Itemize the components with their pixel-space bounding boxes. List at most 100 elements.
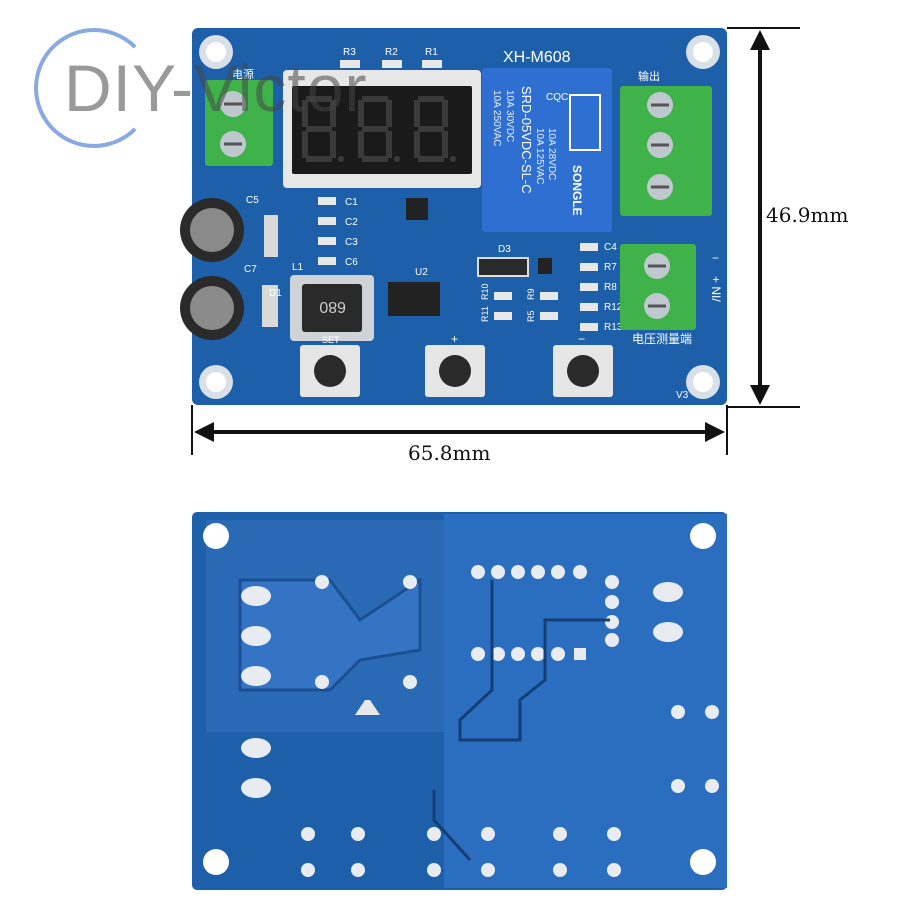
- seven-segment-display: [283, 70, 481, 188]
- display-segment: [330, 131, 336, 158]
- solder-pad: [553, 827, 567, 841]
- solder-pad: [653, 622, 683, 642]
- solder-pad: [315, 575, 329, 589]
- display-segment: [386, 131, 392, 158]
- solder-pad: [241, 778, 271, 798]
- electrolytic-capacitor: [180, 198, 244, 340]
- height-dimension-label: 46.9mm: [766, 203, 848, 227]
- vin-minus-label: −: [712, 251, 719, 265]
- label-c1: C1: [345, 197, 358, 208]
- height-dimension: [727, 27, 800, 408]
- display-segment: [306, 126, 332, 132]
- solder-pad: [403, 675, 417, 689]
- plus-button[interactable]: [425, 345, 485, 397]
- relay-rating-3: 10A 125VAC: [534, 128, 545, 185]
- display-segment: [418, 156, 444, 162]
- width-dimension-label: 65.8mm: [408, 441, 490, 465]
- ic-u2: [388, 282, 440, 316]
- label-c2: C2: [345, 217, 358, 228]
- label-u2: U2: [415, 267, 428, 278]
- display-segment: [418, 126, 444, 132]
- solder-pad: [301, 827, 315, 841]
- set-button[interactable]: [300, 345, 360, 397]
- diode-d1: [262, 285, 278, 327]
- minus-button[interactable]: [553, 345, 613, 397]
- resistor: [422, 60, 442, 68]
- version-label: V3: [676, 390, 689, 401]
- watermark-text: DIY-Victor: [64, 51, 368, 125]
- label-r12: R12: [604, 302, 623, 313]
- solder-pad: [531, 647, 545, 661]
- label-r1: R1: [425, 47, 438, 58]
- solder-pad: [481, 827, 495, 841]
- label-r3: R3: [343, 47, 356, 58]
- display-segment: [414, 100, 420, 127]
- label-d3: D3: [498, 244, 511, 255]
- display-segment: [302, 131, 308, 158]
- solder-pad: [671, 779, 685, 793]
- back-board: [192, 512, 727, 890]
- relay-trace: [238, 577, 422, 692]
- display-segment: [414, 131, 420, 158]
- solder-pad: [553, 863, 567, 877]
- smd-resistor-group: [494, 243, 598, 331]
- solder-pad: [403, 575, 417, 589]
- display-segment: [306, 96, 332, 102]
- solder-pad: [491, 565, 505, 579]
- display-decimal-point: [338, 156, 344, 162]
- solder-pad: [705, 705, 719, 719]
- relay-cert: CQC: [546, 92, 568, 103]
- relay-brand: SONGLE: [570, 165, 584, 216]
- output-label: 输出: [638, 69, 660, 83]
- label-r10: R10: [480, 283, 490, 300]
- solder-pad: [315, 675, 329, 689]
- solder-pad: [605, 575, 619, 589]
- label-r8: R8: [604, 282, 617, 293]
- display-segment: [362, 156, 388, 162]
- inductor-code: 680: [319, 298, 346, 315]
- solder-pad: [471, 565, 485, 579]
- solder-pad: [241, 586, 271, 606]
- solder-pad: [573, 565, 587, 579]
- label-r13: R13: [604, 322, 623, 333]
- solder-pad: [427, 827, 441, 841]
- display-segment: [306, 156, 332, 162]
- label-r5: R5: [526, 310, 536, 322]
- power-label: 电源: [232, 67, 254, 81]
- solder-pad: [605, 633, 619, 647]
- diode-d2: [264, 215, 278, 257]
- plus-button-label: +: [451, 332, 458, 346]
- display-segment: [358, 100, 364, 127]
- diode-d3: [477, 257, 529, 277]
- solder-pad: [301, 863, 315, 877]
- relay-rating-2: 10A 30VDC: [504, 90, 515, 142]
- solder-pad: [427, 863, 441, 877]
- solder-pad: [671, 705, 685, 719]
- smd-capacitor-group: [318, 197, 336, 265]
- solder-pad: [471, 647, 485, 661]
- display-decimal-point: [394, 156, 400, 162]
- solder-pad: [241, 626, 271, 646]
- label-d1: D1: [269, 288, 282, 299]
- mount-hole: [199, 35, 720, 399]
- relay-logo: [569, 94, 601, 151]
- solder-pad: [653, 582, 683, 602]
- display-segment: [442, 131, 448, 158]
- relay: CQC SONGLE 10A 250VAC 10A 30VDC SRD-05VD…: [482, 68, 612, 232]
- display-segment: [442, 100, 448, 127]
- solder-pad: [607, 863, 621, 877]
- display-segment: [362, 96, 388, 102]
- label-c7: C7: [244, 264, 257, 275]
- label-c6: C6: [345, 257, 358, 268]
- output-terminal-block: [620, 86, 712, 216]
- transistor: [538, 258, 552, 274]
- inductor: 680: [290, 275, 374, 341]
- solder-pad: [605, 615, 619, 629]
- power-terminal-block: [205, 80, 273, 166]
- solder-pad: [574, 648, 586, 660]
- label-c4: C4: [604, 242, 617, 253]
- label-c5: C5: [246, 195, 259, 206]
- label-r2: R2: [385, 47, 398, 58]
- solder-pad: [551, 565, 565, 579]
